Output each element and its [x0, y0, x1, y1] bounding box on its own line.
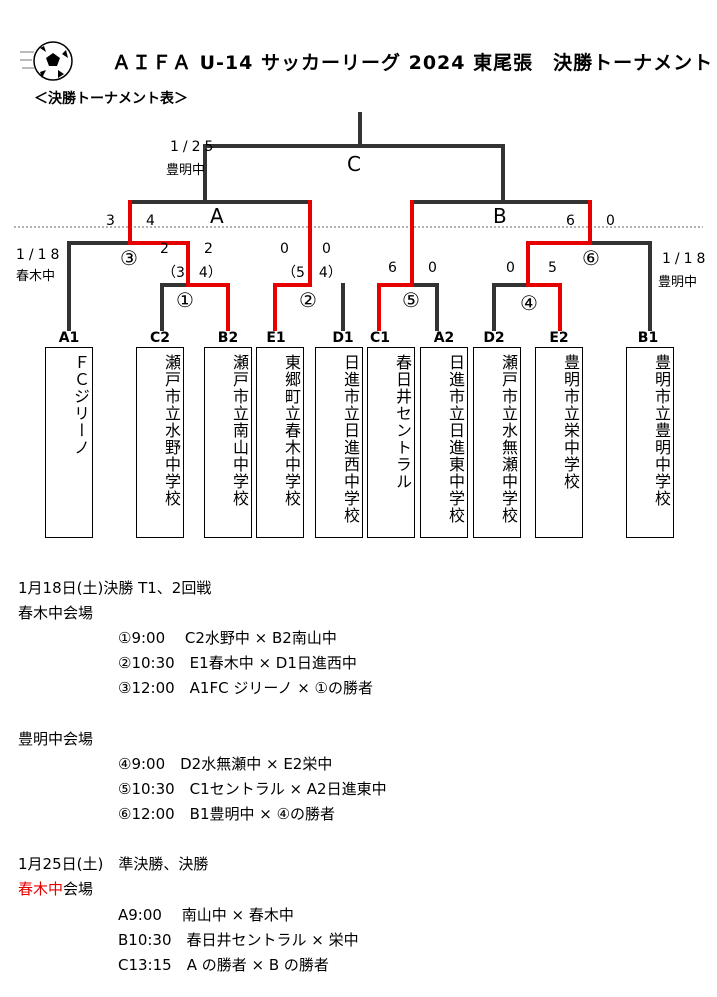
- team-name: 豊明市立栄中学校: [561, 354, 580, 490]
- line-a2: [410, 283, 439, 331]
- seed-label: C2: [149, 330, 170, 346]
- team-name: 豊明市立豊明中学校: [652, 354, 671, 507]
- seed-label: C1: [369, 330, 390, 346]
- seed-label: D1: [332, 330, 354, 346]
- semi-b-label: B: [493, 204, 507, 228]
- score-m5-right: 0: [428, 260, 437, 276]
- right-venue: 豊明中: [658, 275, 698, 290]
- final-label: C: [347, 152, 361, 176]
- team-name: 東郷町立春木中学校: [282, 354, 301, 507]
- score-m4-left: 0: [506, 260, 515, 276]
- seed-label: E2: [549, 330, 569, 346]
- final-date: 1/25: [170, 139, 218, 155]
- team-box: 東郷町立春木中学校: [256, 347, 304, 538]
- schedule-row: C13:15 A の勝者 × B の勝者: [118, 956, 329, 974]
- team-box: 瀬戸市立水無瀬中学校: [473, 347, 521, 538]
- final-bracket: [203, 144, 505, 204]
- seed-label: B2: [217, 330, 239, 346]
- score-a-left: 3: [106, 213, 115, 229]
- team-name: 瀬戸市立水野中学校: [162, 354, 181, 507]
- semi-a-label: A: [210, 204, 224, 228]
- score-m2-left: 0: [280, 241, 289, 257]
- team-name: 日進市立日進東中学校: [446, 354, 465, 524]
- line-b1: [590, 241, 652, 331]
- schedule-row: B10:30 春日井セントラル × 栄中: [118, 931, 359, 949]
- venue3-highlight: 春木中: [18, 880, 64, 898]
- schedule-row: ③12:00 A1FC ジリーノ × ①の勝者: [118, 679, 374, 697]
- page-title: ＡＩＦＡ U-14 サッカーリーグ 2024 東尾張 決勝トーナメント: [112, 52, 714, 74]
- schedule-row: ②10:30 E1春木中 × D1日進西中: [118, 654, 357, 672]
- winner-path-m2: [273, 200, 312, 331]
- right-date: 1/18: [662, 251, 710, 267]
- team-box: 瀬戸市立水野中学校: [136, 347, 184, 538]
- line-d2: [492, 283, 530, 331]
- team-name: 春日井セントラル: [393, 354, 412, 490]
- line-a1: [67, 241, 132, 331]
- score-m5-left: 6: [388, 260, 397, 276]
- day2-heading: 1月25日(土) 準決勝、決勝: [18, 855, 209, 873]
- winner-path-m5: [377, 200, 414, 331]
- bracket-subtitle: ＜決勝トーナメント表＞: [34, 91, 188, 107]
- team-box: 春日井セントラル: [367, 347, 415, 538]
- final-venue: 豊明中: [166, 163, 206, 178]
- score-b-right: 6: [566, 213, 575, 229]
- day1-heading: 1月18日(土)決勝 T1、2回戦: [18, 579, 212, 597]
- venue3-heading: 春木中会場: [18, 882, 93, 897]
- seed-label: D2: [483, 330, 505, 346]
- team-name: 瀬戸市立水無瀬中学校: [499, 354, 518, 524]
- team-name: ＦＣジリーノ: [71, 354, 90, 456]
- soccer-ball-icon: [20, 41, 73, 81]
- team-box: 豊明市立豊明中学校: [626, 347, 674, 538]
- team-box: 瀬戸市立南山中学校: [204, 347, 252, 538]
- team-box: 豊明市立栄中学校: [535, 347, 583, 538]
- score-m3-left: 2: [160, 241, 169, 257]
- score-a-right: 4: [146, 213, 155, 229]
- schedule-row: ①9:00 C2水野中 × B2南山中: [118, 629, 337, 647]
- winner-path-m1-m3: [128, 200, 230, 331]
- schedule-row: ④9:00 D2水無瀬中 × E2栄中: [118, 755, 333, 773]
- venue2-heading: 豊明中会場: [18, 730, 94, 748]
- team-name: 日進市立日進西中学校: [341, 354, 360, 524]
- score-m4-right: 5: [548, 260, 557, 276]
- schedule-row: A9:00 南山中 × 春木中: [118, 906, 294, 924]
- venue3-suffix: 会場: [63, 880, 94, 898]
- left-date: 1/18: [16, 247, 64, 263]
- winner-path-m4-m6: [526, 200, 592, 331]
- schedule-row: ⑥12:00 B1豊明中 × ④の勝者: [118, 805, 336, 823]
- team-name: 瀬戸市立南山中学校: [230, 354, 249, 507]
- score-m3-right: 2: [204, 241, 213, 257]
- seed-label: A2: [433, 330, 455, 346]
- team-box: ＦＣジリーノ: [45, 347, 93, 538]
- score-m2-right: 0: [322, 241, 331, 257]
- team-box: 日進市立日進東中学校: [420, 347, 468, 538]
- line-c2: [160, 283, 190, 331]
- match-number-6: ⑥: [582, 246, 600, 270]
- match-number-2: ②: [299, 288, 317, 312]
- match-number-3: ③: [120, 246, 138, 270]
- seed-label: A1: [58, 330, 80, 346]
- left-venue: 春木中: [16, 269, 56, 284]
- schedule-row: ⑤10:30 C1セントラル × A2日進東中: [118, 780, 387, 798]
- score-m3-pk: （3 4）: [162, 265, 222, 281]
- match-number-5: ⑤: [402, 288, 420, 312]
- match-number-4: ④: [520, 291, 538, 315]
- tournament-bracket: [14, 112, 703, 331]
- match-number-1: ①: [176, 288, 194, 312]
- score-b-right2: 0: [606, 213, 615, 229]
- venue1-heading: 春木中会場: [18, 604, 94, 622]
- team-box: 日進市立日進西中学校: [315, 347, 363, 538]
- score-m2-pk: （5 4）: [282, 265, 342, 281]
- seed-label: E1: [266, 330, 286, 346]
- seed-label: B1: [637, 330, 659, 346]
